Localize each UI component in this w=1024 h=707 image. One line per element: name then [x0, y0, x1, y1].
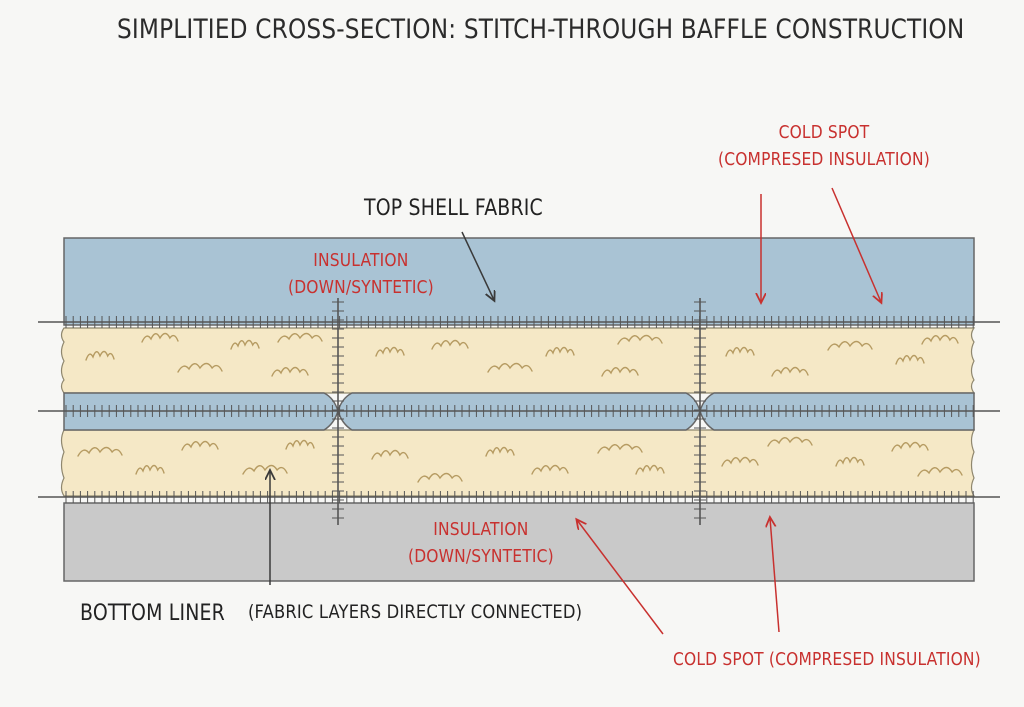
label-insulation-bottom-line1: INSULATION: [433, 519, 529, 540]
label-cold-spot-top-line1: COLD SPOT: [778, 122, 870, 143]
arrow-cold-spot-bottom-left: [577, 520, 664, 635]
insulation-puff: [431, 339, 469, 350]
insulation-puff: [597, 443, 643, 454]
insulation-puff: [917, 466, 963, 477]
callout-arrows: [270, 187, 881, 635]
insulation-puff: [921, 334, 959, 345]
label-bottom-liner: BOTTOM LINER: [80, 601, 225, 626]
insulation-puff: [417, 472, 463, 483]
insulation-puff: [230, 339, 260, 350]
insulation-puff: [181, 440, 219, 451]
insulation-texture: [77, 332, 963, 483]
label-cold-spot-top: COLD SPOT (COMPRESED INSULATION): [718, 119, 930, 173]
insulation-puff: [487, 362, 533, 373]
insulation-puff: [135, 464, 165, 475]
insulation-puff: [725, 346, 755, 357]
insulation-puff: [771, 366, 809, 377]
insulation-puff: [635, 464, 665, 475]
insulation-puff: [177, 362, 223, 373]
insulation-puff: [85, 350, 115, 361]
upper-insulation-layer: [60, 327, 976, 394]
insulation-puff: [891, 441, 929, 452]
stitch-lines: [38, 298, 1000, 525]
label-cold-spot-bottom: COLD SPOT (COMPRESED INSULATION): [673, 649, 981, 670]
label-insulation-top-line2: (DOWN/SYNTETIC): [288, 277, 434, 298]
insulation-puff: [375, 346, 405, 357]
bottom-liner-layer: [63, 502, 975, 582]
insulation-puff: [545, 346, 575, 357]
insulation-puff: [827, 340, 873, 351]
arrow-cold-spot-bottom-right: [770, 518, 780, 633]
insulation-puff: [285, 439, 315, 450]
top-shell-fabric-layer: [63, 237, 975, 326]
insulation-puff: [271, 366, 309, 377]
insulation-puff: [141, 332, 179, 343]
label-insulation-bottom-line2: (DOWN/SYNTETIC): [408, 546, 554, 567]
insulation-puff: [721, 456, 759, 467]
insulation-puff: [531, 464, 569, 475]
label-top-shell-fabric: TOP SHELL FABRIC: [364, 196, 543, 221]
insulation-puff: [895, 354, 925, 365]
arrow-cold-spot-top-right: [831, 187, 881, 302]
label-insulation-bottom: INSULATION (DOWN/SYNTETIC): [408, 516, 554, 570]
label-fabric-layers-connected: (FABRIC LAYERS DIRECTLY CONNECTED): [248, 601, 583, 623]
label-insulation-top: INSULATION (DOWN/SYNTETIC): [288, 247, 434, 301]
arrow-top-shell: [461, 231, 494, 300]
insulation-puff: [835, 456, 865, 467]
lower-insulation-layer: [60, 429, 976, 497]
insulation-puff: [277, 332, 323, 343]
label-cold-spot-top-line2: (COMPRESED INSULATION): [718, 149, 930, 170]
insulation-puff: [77, 446, 123, 457]
diagram-title: SIMPLITIED CROSS-SECTION: STITCH-THROUGH…: [117, 14, 965, 45]
insulation-puff: [371, 449, 409, 460]
insulation-puff: [767, 436, 813, 447]
label-insulation-top-line1: INSULATION: [313, 250, 409, 271]
insulation-puff: [485, 446, 515, 457]
insulation-puff: [601, 366, 639, 377]
insulation-puff: [617, 334, 663, 345]
